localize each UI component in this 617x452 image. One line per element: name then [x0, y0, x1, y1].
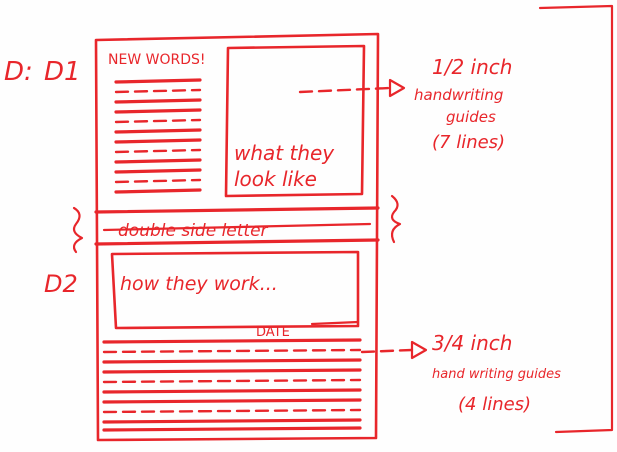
bottom-guide-size: 3/4 inch	[432, 331, 512, 355]
right-bracket	[538, 4, 614, 434]
what-they-look-like-line-2: look like	[234, 167, 317, 191]
section-d-label: D:	[4, 57, 33, 87]
top-guide-desc-1: handwriting	[414, 86, 503, 104]
bottom-guide-arrow	[410, 340, 428, 360]
top-guide-count: (7 lines)	[432, 132, 505, 153]
what-they-look-like-box	[224, 44, 366, 198]
how-they-work-label: how they work...	[120, 273, 278, 295]
right-brace	[390, 194, 402, 244]
divider-top	[94, 206, 380, 214]
bottom-guide-count: (4 lines)	[458, 394, 531, 415]
bottom-guide-desc: hand writing guides	[432, 367, 561, 382]
double-side-letter-label: double side letter	[118, 221, 269, 241]
how-they-work-box	[110, 250, 360, 330]
section-d2-label: D2	[44, 270, 78, 298]
what-they-look-like-line-1: what they	[234, 141, 335, 165]
divider-bottom	[94, 238, 380, 246]
word-list-lines	[114, 78, 202, 194]
section-d1-label: D1	[44, 57, 81, 87]
bottom-guide-pointer	[360, 348, 414, 354]
new-words-heading: NEW WORDS!	[108, 52, 205, 68]
date-line	[310, 320, 360, 326]
top-guide-size: 1/2 inch	[432, 55, 512, 79]
bottom-writing-lines	[102, 338, 362, 432]
top-guide-pointer	[298, 86, 392, 94]
double-side-letter-strike	[102, 222, 372, 232]
top-guide-desc-2: guides	[446, 108, 496, 126]
page-outline	[94, 32, 380, 442]
date-label: DATE	[256, 325, 290, 340]
top-guide-arrow	[388, 78, 406, 98]
left-brace	[72, 206, 84, 254]
